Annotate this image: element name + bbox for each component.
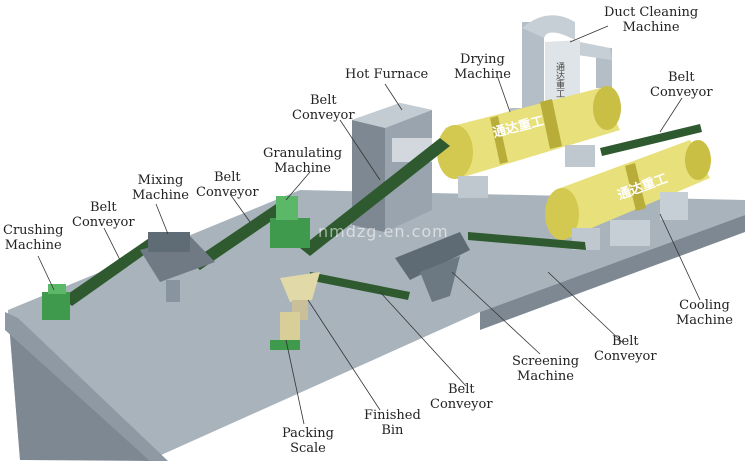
mixing-tank	[166, 280, 180, 302]
leader-screening	[451, 271, 541, 355]
leader-granulating	[285, 171, 311, 201]
leader-belt-top-right	[659, 97, 683, 133]
leader-belt-bottom	[379, 291, 467, 387]
screening-hopper	[420, 256, 460, 302]
duct-pipe-elbow	[570, 40, 612, 60]
leader-hot-furnace	[384, 83, 403, 111]
leader-finished-bin	[307, 299, 381, 411]
leader-belt-furnace	[339, 119, 381, 181]
drying-drum-ring	[540, 99, 562, 149]
conveyor-granulating-to-drying	[300, 138, 450, 256]
platform-front-side	[8, 310, 160, 461]
conveyor-screening-to-bin	[308, 272, 410, 300]
cooling-support-3	[660, 192, 688, 220]
drying-support-1	[458, 176, 488, 198]
drying-drum-ring-2	[490, 116, 508, 164]
granulating-body	[270, 218, 310, 248]
duct-pipe-top	[522, 15, 575, 41]
watermark: nmdzg.en.com	[318, 222, 449, 241]
granulating-top	[276, 196, 298, 220]
leader-crushing	[37, 255, 55, 291]
conveyor-mixing-to-granulating	[190, 200, 292, 270]
platform-right-side	[480, 215, 745, 330]
crushing-machine-top	[48, 284, 66, 294]
packing-scale-base	[270, 340, 300, 350]
finished-bin	[280, 272, 320, 302]
hot-furnace-top	[352, 103, 432, 128]
cooling-drum-ring	[625, 163, 646, 211]
duct-pipe-left	[522, 22, 544, 122]
packing-scale-body	[280, 312, 300, 344]
conveyor-cooling-to-screening	[468, 232, 586, 250]
leader-cooling	[659, 213, 701, 301]
leader-belt-crushing	[103, 227, 121, 261]
drying-drum-end	[437, 125, 473, 179]
cooling-drum-end	[545, 188, 579, 240]
leader-packing-scale	[285, 339, 305, 425]
leader-belt-right-low	[547, 271, 623, 343]
cooling-drum-end-rear	[685, 140, 711, 180]
screening-machine-body	[395, 232, 470, 280]
leader-mixing	[155, 203, 169, 235]
drying-drum-end-rear	[593, 86, 621, 130]
duct-text: 通达重工	[554, 62, 564, 98]
crushing-machine-body	[42, 292, 70, 320]
drying-support-2	[565, 145, 595, 167]
conveyor-drying-to-cooling	[600, 124, 702, 156]
leader-drying	[497, 77, 511, 113]
mixing-hopper	[148, 232, 190, 252]
leader-duct	[569, 25, 609, 43]
leader-lines	[37, 25, 701, 425]
label-hot-furnace: Hot Furnace	[345, 67, 429, 82]
leader-belt-mixing	[229, 193, 251, 223]
cooling-support-2	[610, 220, 650, 246]
platform-left-edge	[5, 312, 168, 461]
drying-drum-body	[445, 88, 620, 178]
